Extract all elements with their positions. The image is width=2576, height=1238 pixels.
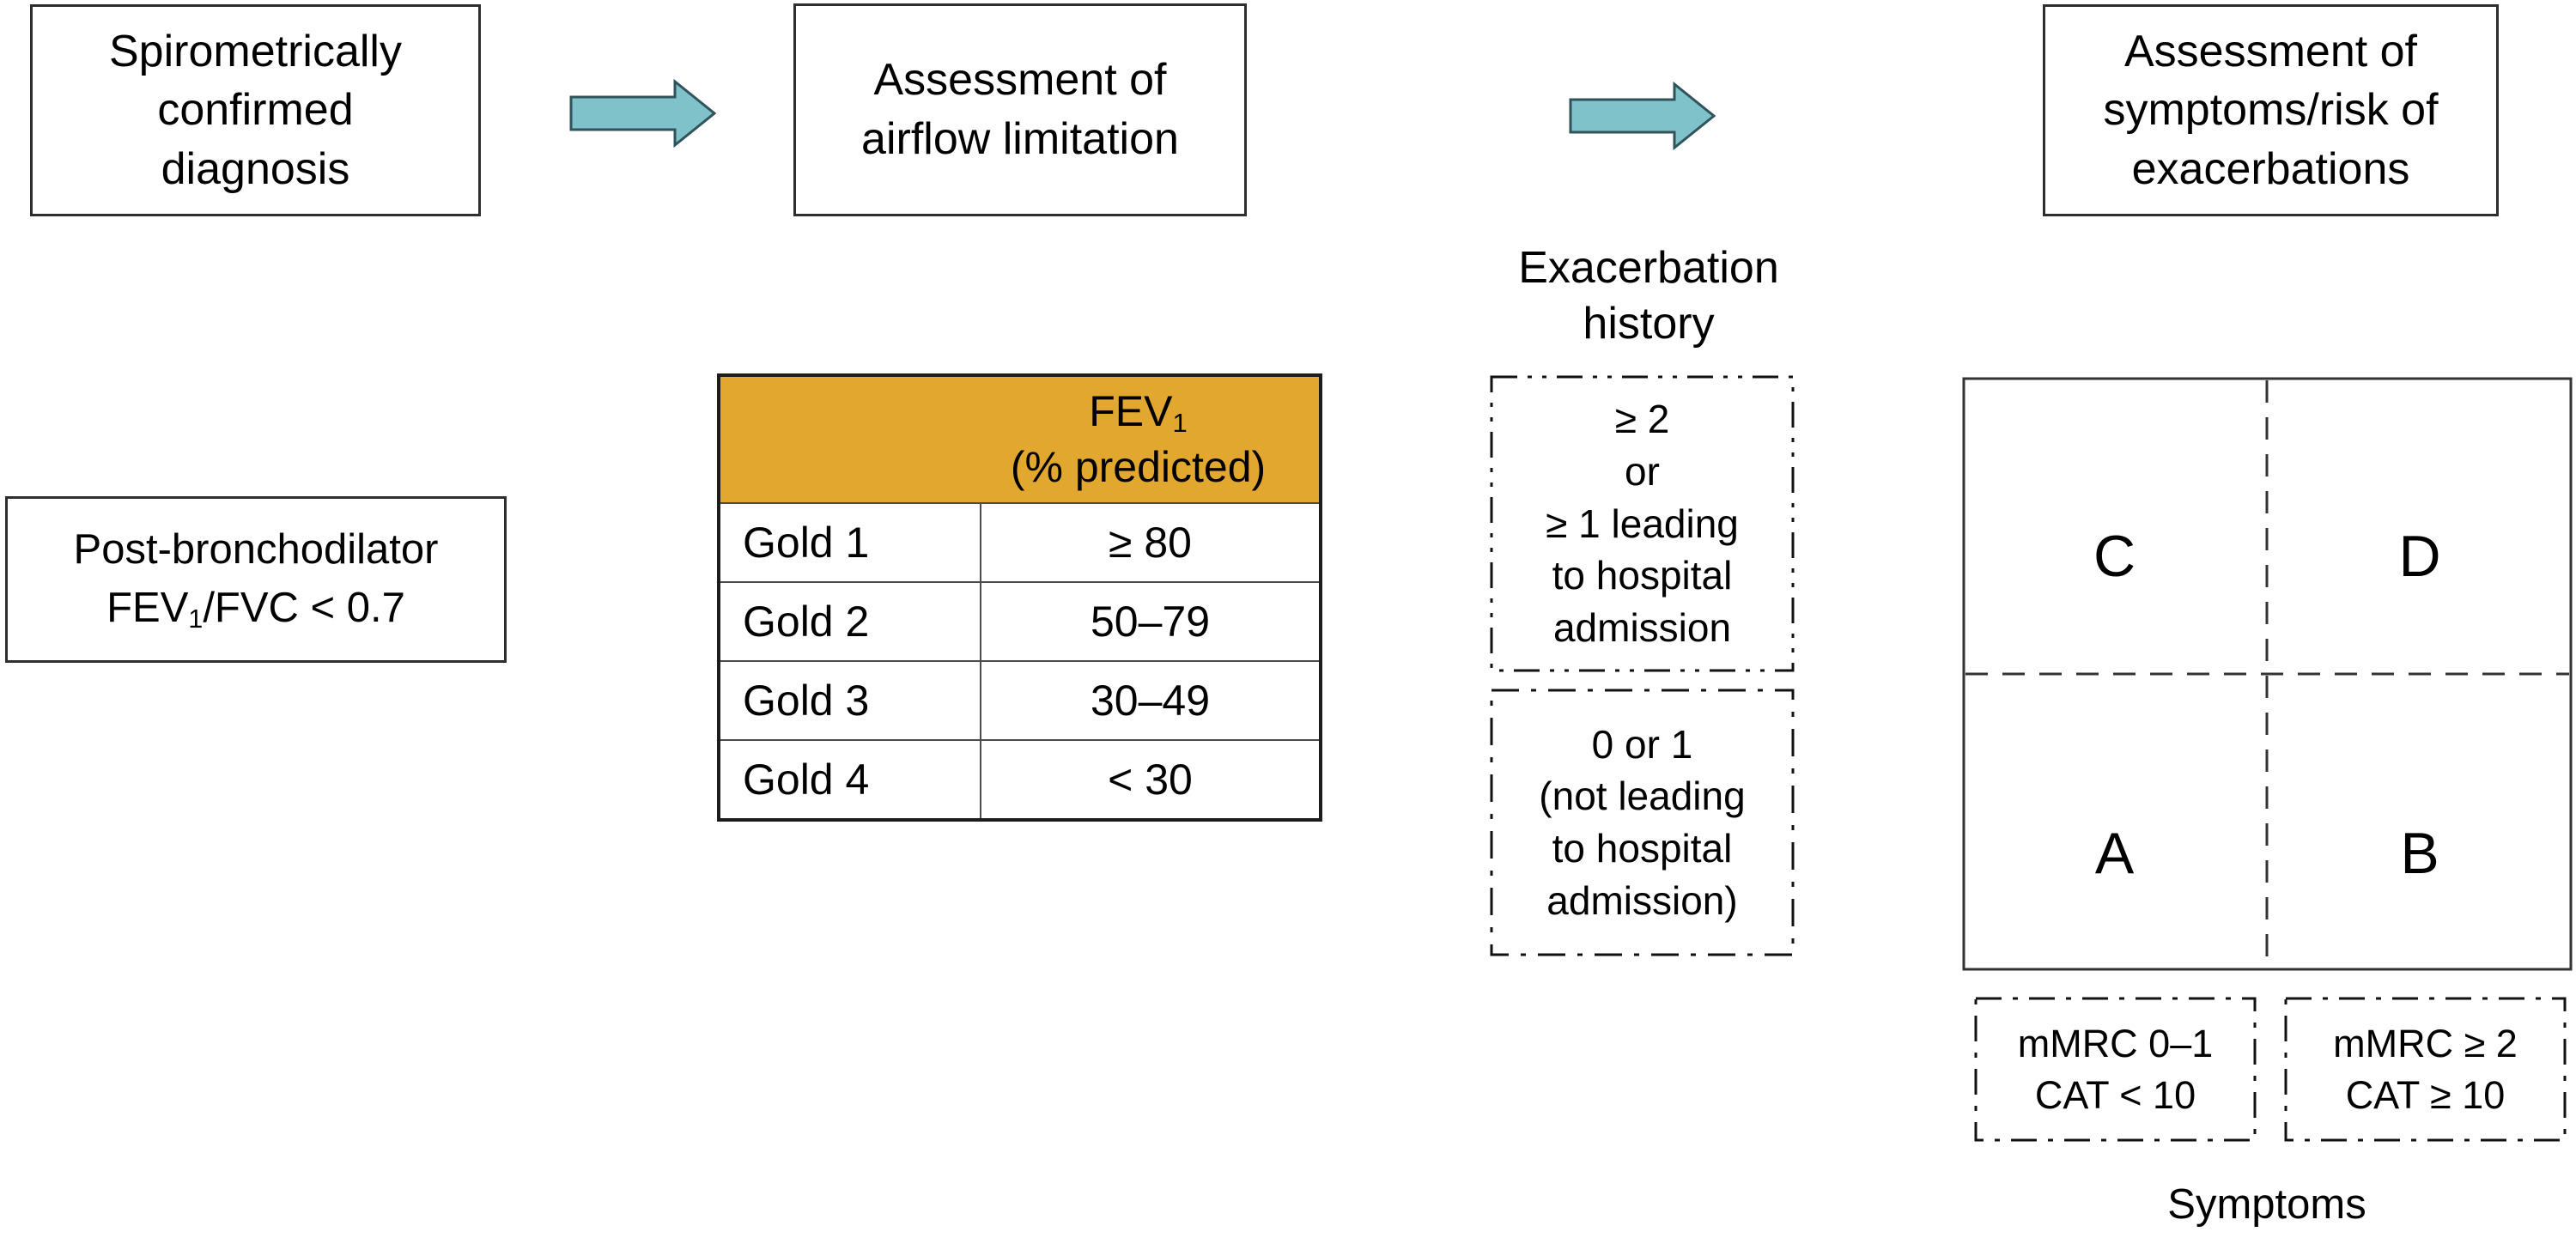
quadrant-a: A bbox=[2094, 821, 2135, 886]
label-exacerbation-history: Exacerbation history bbox=[1518, 242, 1779, 349]
table-row: Gold 1 ≥ 80 bbox=[720, 502, 1319, 581]
exacerbation-high-risk-text: ≥ 2 or ≥ 1 leading to hospital admission bbox=[1546, 397, 1739, 651]
abcd-grid: C D A B bbox=[1962, 377, 2573, 971]
cell-fev-value: 30–49 bbox=[1090, 677, 1211, 725]
cell-gold-grade: Gold 2 bbox=[720, 583, 981, 660]
label-symptoms: Symptoms bbox=[2167, 1181, 2366, 1229]
fev-table: FEV1(% predicted) Gold 1 ≥ 80 Gold 2 50–… bbox=[717, 373, 1322, 822]
post-bronchodilator-line2: FEV1/FVC < 0.7 bbox=[106, 585, 405, 634]
cell-fev-value: 50–79 bbox=[1090, 598, 1211, 646]
fev-table-header: FEV1(% predicted) bbox=[720, 377, 1319, 502]
box-symptoms-risk-assessment: Assessment of symptoms/risk of exacerbat… bbox=[2043, 4, 2499, 216]
mmrc-low-symptoms-text: mMRC 0–1 CAT < 10 bbox=[2017, 1022, 2214, 1117]
quadrant-b: B bbox=[2400, 821, 2439, 886]
arrow-right-icon-1 bbox=[569, 79, 717, 148]
cell-gold-grade: Gold 3 bbox=[720, 662, 981, 739]
arrow-right-icon-2 bbox=[1569, 82, 1716, 150]
cell-gold-grade: Gold 4 bbox=[720, 741, 981, 818]
table-row: Gold 4 < 30 bbox=[720, 739, 1319, 818]
dash-dot-border bbox=[1490, 375, 1795, 672]
quadrant-d: D bbox=[2398, 524, 2441, 589]
box-airflow-assessment: Assessment of airflow limitation bbox=[793, 3, 1247, 216]
dash-dot-border bbox=[2284, 997, 2567, 1142]
box-post-bronchodilator: Post-bronchodilator FEV1/FVC < 0.7 bbox=[5, 496, 507, 663]
airflow-assessment-text: Assessment of airflow limitation bbox=[861, 55, 1179, 164]
cell-gold-grade: Gold 1 bbox=[720, 504, 981, 581]
table-row: Gold 3 30–49 bbox=[720, 660, 1319, 739]
post-bronchodilator-line1: Post-bronchodilator bbox=[73, 526, 439, 573]
dash-dot-border bbox=[1974, 997, 2257, 1142]
post-bronchodilator-text: Post-bronchodilator FEV1/FVC < 0.7 bbox=[74, 521, 439, 637]
cell-fev-value: ≥ 80 bbox=[1109, 519, 1192, 567]
mmrc-box-high-symptoms: mMRC ≥ 2 CAT ≥ 10 bbox=[2284, 997, 2567, 1142]
mmrc-box-low-symptoms: mMRC 0–1 CAT < 10 bbox=[1974, 997, 2257, 1142]
quadrant-c: C bbox=[2093, 524, 2136, 589]
fev-table-header-text: FEV1(% predicted) bbox=[1010, 387, 1267, 491]
arrow-right-shape bbox=[1569, 82, 1716, 150]
cell-fev-value: < 30 bbox=[1108, 756, 1193, 804]
abcd-grid-lines bbox=[1962, 377, 2573, 971]
arrow-right-shape bbox=[569, 79, 717, 148]
mmrc-high-symptoms-text: mMRC ≥ 2 CAT ≥ 10 bbox=[2333, 1022, 2518, 1117]
table-row: Gold 2 50–79 bbox=[720, 581, 1319, 660]
symptoms-risk-assessment-text: Assessment of symptoms/risk of exacerbat… bbox=[2103, 26, 2439, 194]
dashed-box-exacerbation-high-risk: ≥ 2 or ≥ 1 leading to hospital admission bbox=[1490, 375, 1795, 672]
spirometric-diagnosis-text: Spirometrically confirmed diagnosis bbox=[109, 26, 402, 194]
box-spirometric-diagnosis: Spirometrically confirmed diagnosis bbox=[30, 4, 481, 216]
dashed-box-exacerbation-low-risk: 0 or 1 (not leading to hospital admissio… bbox=[1490, 689, 1795, 956]
exacerbation-low-risk-text: 0 or 1 (not leading to hospital admissio… bbox=[1539, 721, 1746, 923]
